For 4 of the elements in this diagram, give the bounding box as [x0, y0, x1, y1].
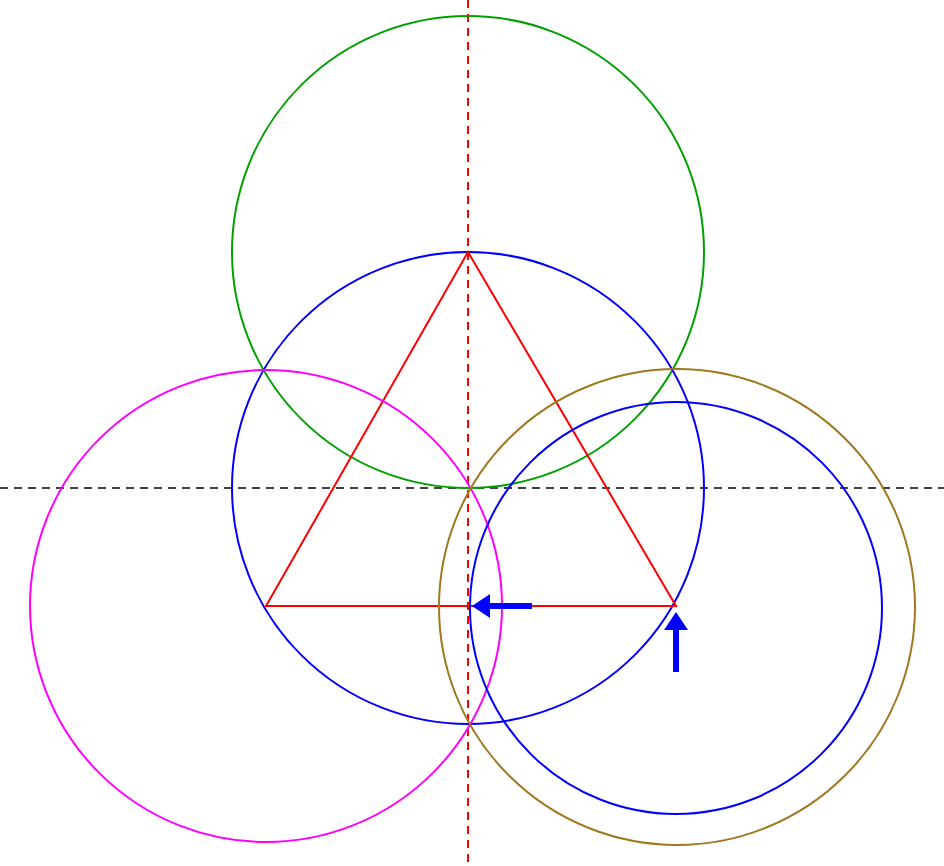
- circle: [438, 368, 916, 846]
- circle: [231, 251, 705, 725]
- circle: [29, 369, 503, 843]
- circle: [231, 15, 705, 489]
